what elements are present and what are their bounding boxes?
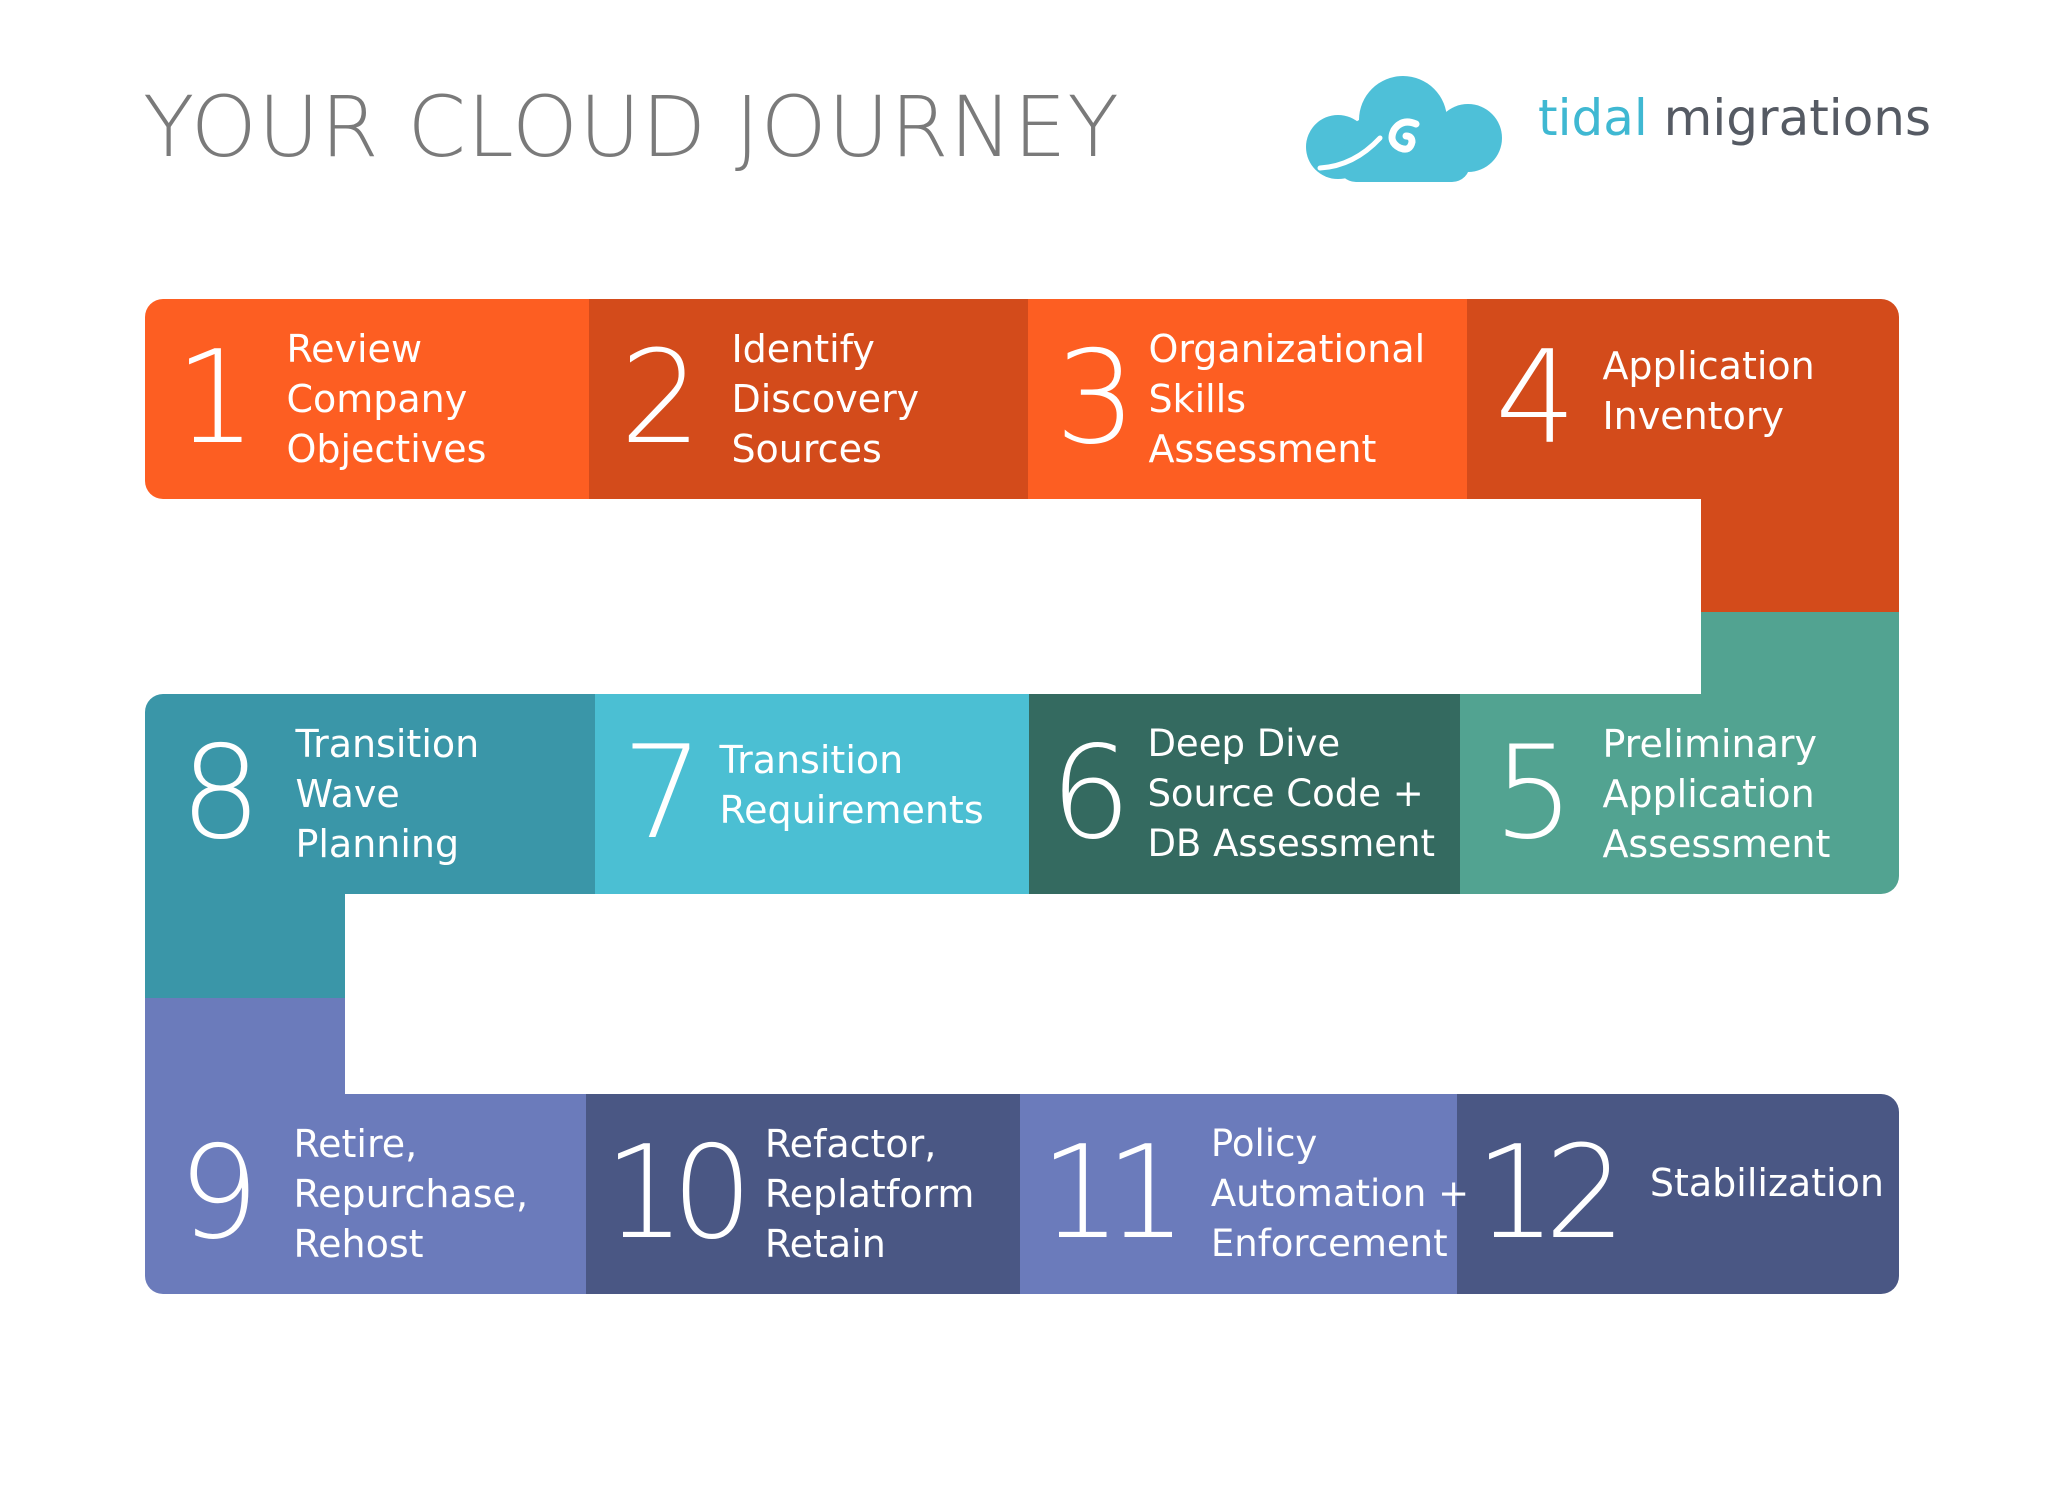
step-number: 6 — [1050, 719, 1131, 868]
step-number: 1 — [175, 324, 256, 473]
step-10: 10 Refactor, Replatform Retain — [604, 1094, 974, 1294]
step-block-9 — [145, 1094, 588, 1294]
step-label: Identify Discovery Sources — [731, 327, 920, 471]
step-number: 2 — [620, 324, 701, 473]
step-block-4 — [1467, 299, 1899, 499]
step-7: 7 Transition Requirements — [622, 694, 984, 894]
step-number: 7 — [622, 719, 703, 868]
step-9: 9 Retire, Repurchase, Rehost — [178, 1094, 528, 1294]
step-label: Organizational Skills Assessment — [1148, 327, 1426, 471]
step-block-10 — [586, 1094, 1022, 1294]
step-label: Transition Wave Planning — [295, 722, 480, 866]
step-block-1 — [145, 299, 591, 499]
cloud-wave-icon — [1306, 76, 1502, 182]
step-block-8 — [145, 694, 595, 894]
step-4: 4 Application Inventory — [1495, 299, 1815, 499]
step-label: Deep Dive Source Code + DB Assessment — [1147, 722, 1436, 865]
logo-wordmark: tidal migrations — [1538, 89, 1931, 147]
step-block-6 — [1027, 694, 1460, 894]
step-label: Transition Requirements — [719, 738, 984, 832]
connector-8 — [145, 892, 345, 1000]
step-number: 12 — [1475, 1119, 1626, 1268]
step-block-3 — [1028, 299, 1469, 499]
step-3: 3 Organizational Skills Assessment — [1055, 299, 1425, 499]
step-1: 1 Review Company Objectives — [175, 299, 486, 499]
step-number: 9 — [178, 1119, 259, 1268]
connector-5 — [1701, 612, 1899, 696]
step-5: 5 Preliminary Application Assessment — [1493, 694, 1830, 894]
step-number: 5 — [1493, 719, 1574, 868]
connector-4 — [1701, 497, 1899, 614]
step-2: 2 Identify Discovery Sources — [620, 299, 919, 499]
logo-word-tidal: tidal — [1538, 89, 1648, 147]
step-number: 8 — [180, 719, 261, 868]
logo-word-migrations: migrations — [1663, 89, 1932, 147]
step-label: Policy Automation + Enforcement — [1210, 1122, 1470, 1265]
connector-9 — [145, 998, 345, 1096]
step-label: Preliminary Application Assessment — [1602, 722, 1831, 866]
step-number: 4 — [1495, 324, 1576, 473]
step-label: Stabilization — [1649, 1161, 1884, 1205]
step-label: Review Company Objectives — [286, 327, 487, 471]
step-number: 11 — [1040, 1119, 1187, 1268]
step-label: Retire, Repurchase, Rehost — [293, 1122, 529, 1266]
step-number: 10 — [604, 1119, 753, 1268]
step-block-11 — [1020, 1094, 1459, 1294]
step-block-7 — [593, 694, 1029, 894]
step-label: Application Inventory — [1602, 344, 1815, 438]
step-label: Refactor, Replatform Retain — [764, 1122, 975, 1266]
logo: tidal migrations — [1298, 72, 1931, 182]
step-11: 11 Policy Automation + Enforcement — [1040, 1094, 1469, 1294]
step-number: 3 — [1055, 324, 1136, 473]
step-6: 6 Deep Dive Source Code + DB Assessment — [1050, 694, 1435, 894]
step-block-12 — [1457, 1094, 1899, 1294]
page-title: YOUR CLOUD JOURNEY — [143, 78, 1120, 176]
step-12: 12 Stabilization — [1475, 1094, 1884, 1294]
step-8: 8 Transition Wave Planning — [180, 694, 479, 894]
step-block-2 — [589, 299, 1030, 499]
step-block-5 — [1458, 694, 1899, 894]
